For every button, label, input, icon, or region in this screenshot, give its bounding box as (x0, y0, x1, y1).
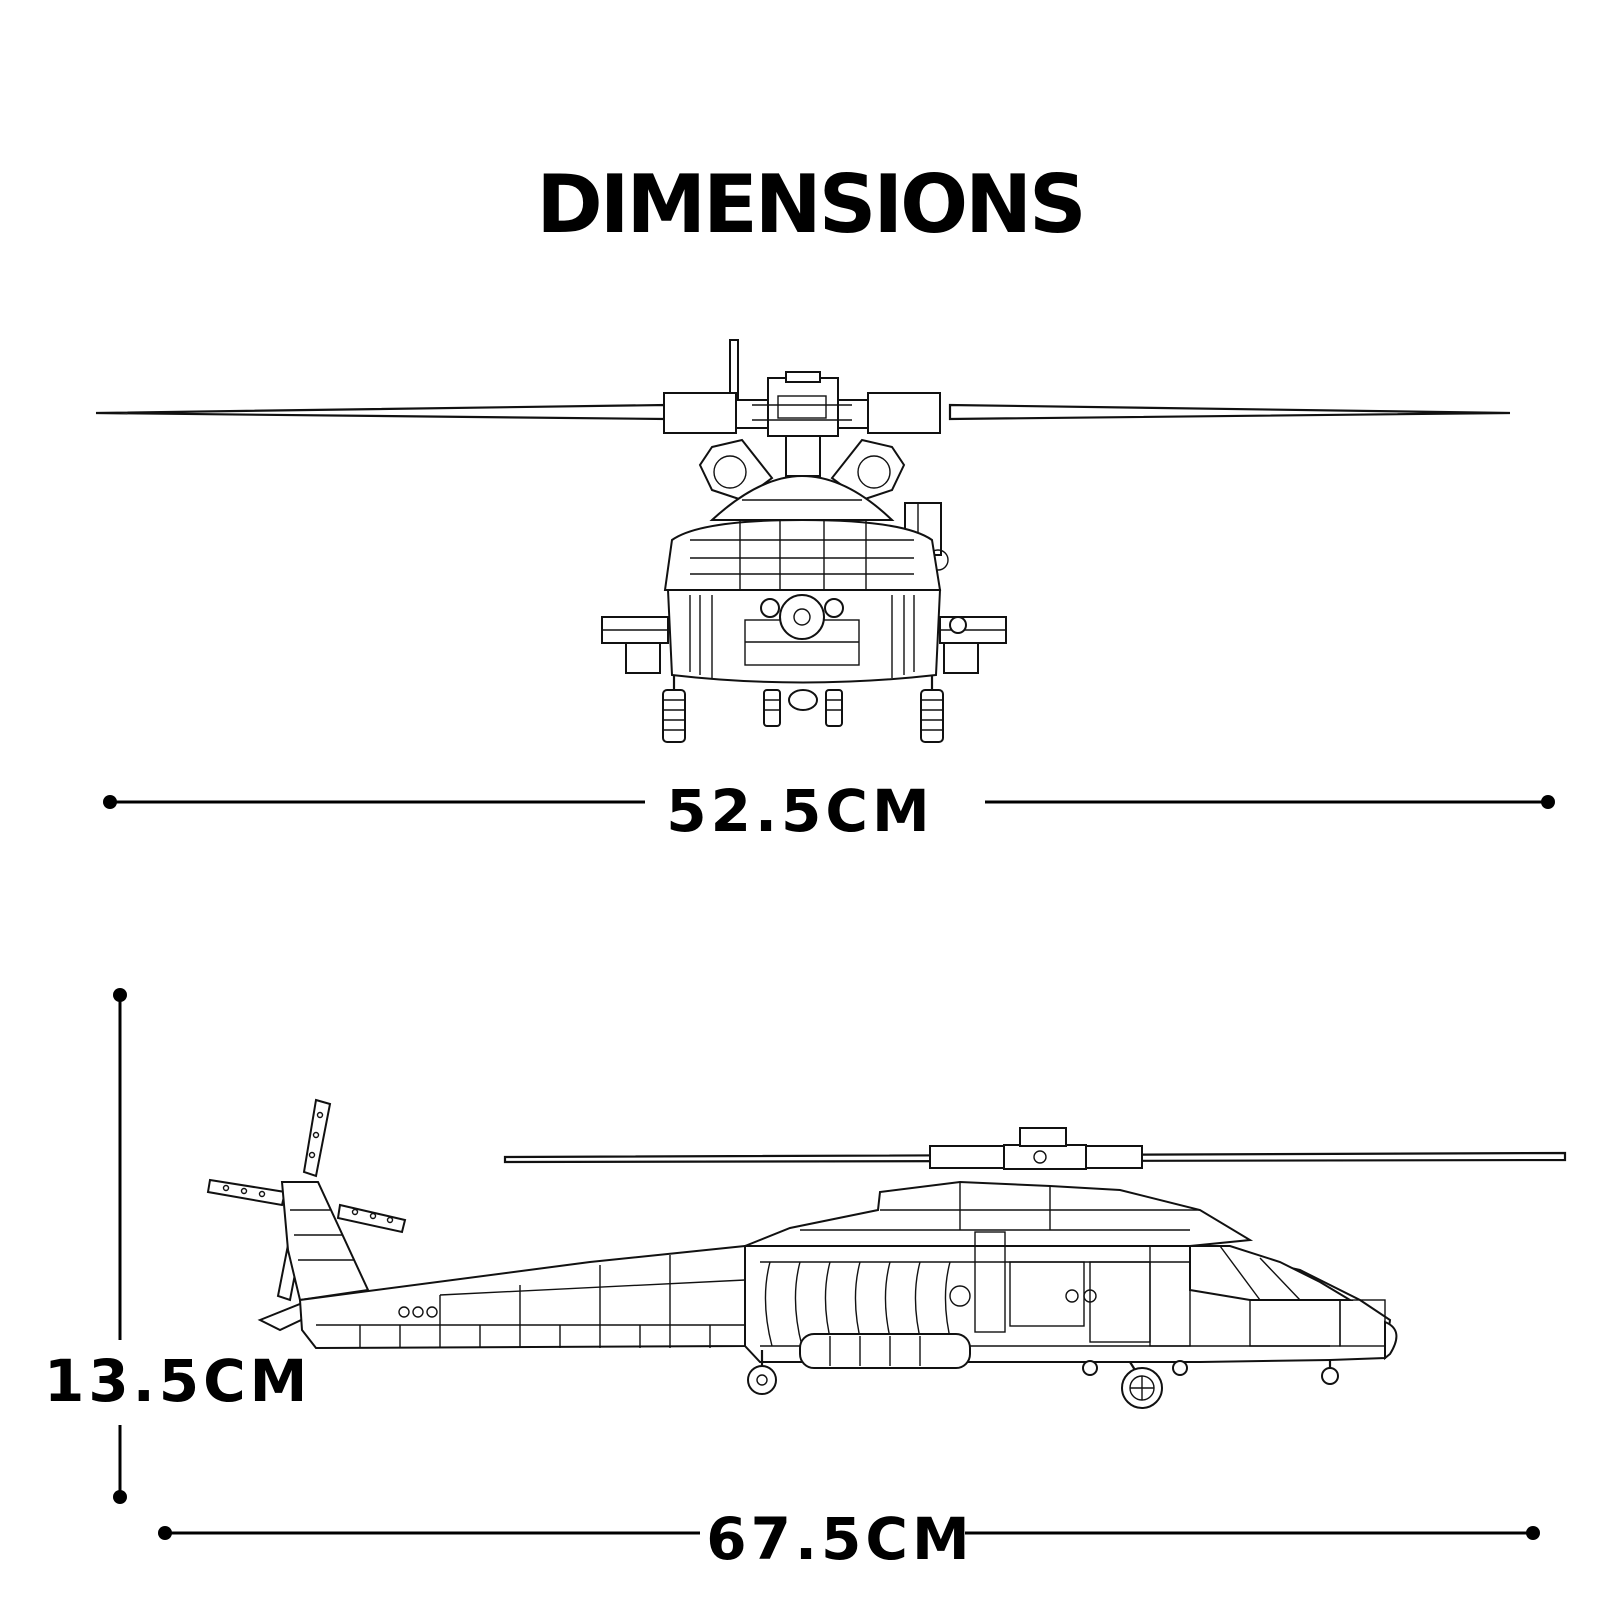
page-title: DIMENSIONS (536, 158, 1086, 251)
dimension-endpoint (113, 988, 127, 1002)
dimension-endpoint (158, 1526, 172, 1540)
front-view-helicopter (95, 339, 1511, 743)
side-view-helicopter (206, 1098, 1567, 1409)
dimension-endpoint (103, 795, 117, 809)
side-height-label: 13.5CM (44, 1347, 312, 1415)
front-width-label: 52.5CM (666, 777, 934, 845)
side-rotor-blade (503, 1151, 1567, 1164)
side-height-dimension-line (113, 988, 127, 1504)
front-rotor-blade-left (95, 403, 667, 421)
dimension-endpoint (113, 1490, 127, 1504)
dimension-endpoint (1526, 1526, 1540, 1540)
side-length-label: 67.5CM (706, 1505, 974, 1573)
front-width-dimension-line (103, 795, 1555, 809)
side-length-dimension-line (158, 1526, 1540, 1540)
dimension-endpoint (1541, 795, 1555, 809)
front-rotor-blade-right (948, 403, 1511, 421)
